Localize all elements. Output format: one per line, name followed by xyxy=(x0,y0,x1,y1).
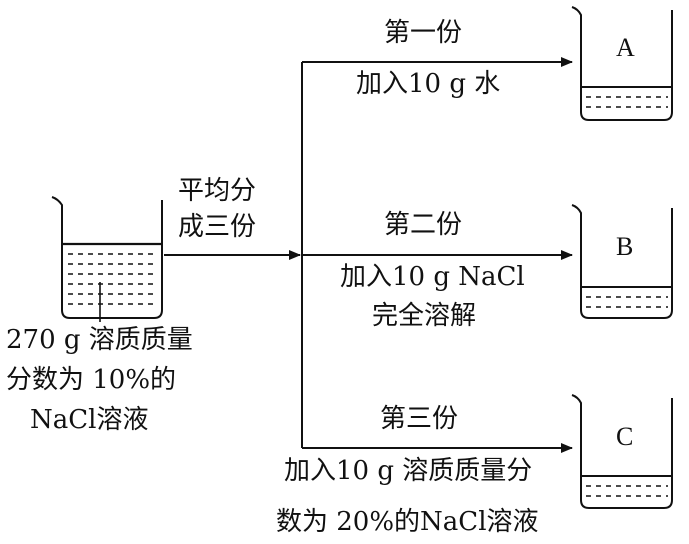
beaker-b-label: B xyxy=(616,232,634,261)
source-desc-line2: 分数为 10%的 xyxy=(6,365,177,395)
beaker-c-label: C xyxy=(616,422,634,451)
branch-2-action-line1: 加入10 g NaCl xyxy=(340,262,525,292)
branch-2-action-line2: 完全溶解 xyxy=(372,301,477,331)
source-desc-line1: 270 g 溶质质量 xyxy=(6,325,193,355)
branch-2-title: 第二份 xyxy=(384,210,463,240)
branch-3-action-line1: 加入10 g 溶质质量分 xyxy=(284,456,533,486)
branch-1-title: 第一份 xyxy=(384,18,463,48)
source-beaker xyxy=(51,196,163,322)
split-label-line1: 平均分 xyxy=(178,176,257,206)
branch-3-title: 第三份 xyxy=(380,404,459,434)
beaker-c xyxy=(571,394,673,509)
branch-1-action: 加入10 g 水 xyxy=(356,69,501,99)
beaker-a-label: A xyxy=(616,33,635,62)
branch-3-action-line2: 数为 20%的NaCl溶液 xyxy=(276,507,539,537)
beaker-a xyxy=(571,6,673,121)
split-label-line2: 成三份 xyxy=(178,212,257,242)
beaker-b xyxy=(571,204,673,319)
source-desc-line3: NaCl溶液 xyxy=(30,405,149,435)
